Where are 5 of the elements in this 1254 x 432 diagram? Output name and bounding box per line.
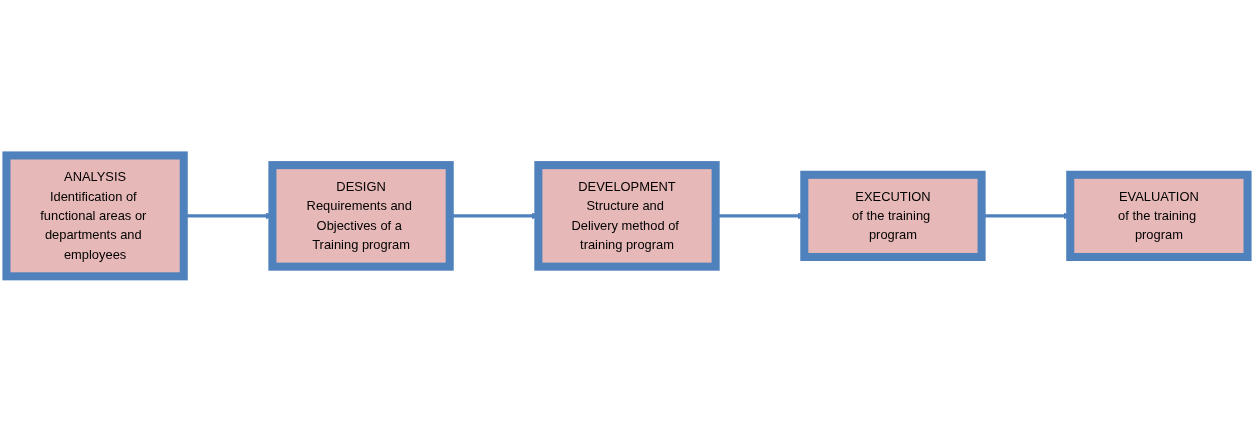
node-box: EVALUATION of the training program — [1066, 170, 1252, 262]
node-box: DEVELOPMENT Structure and Delivery method of training program — [534, 161, 720, 271]
node-box: ANALYSIS Identification of functional areas or departments and employees — [2, 151, 188, 281]
node-box: DESIGN Requirements and Objectives of a Training program — [268, 161, 454, 271]
node-box: EXECUTION of the training program — [800, 170, 986, 262]
